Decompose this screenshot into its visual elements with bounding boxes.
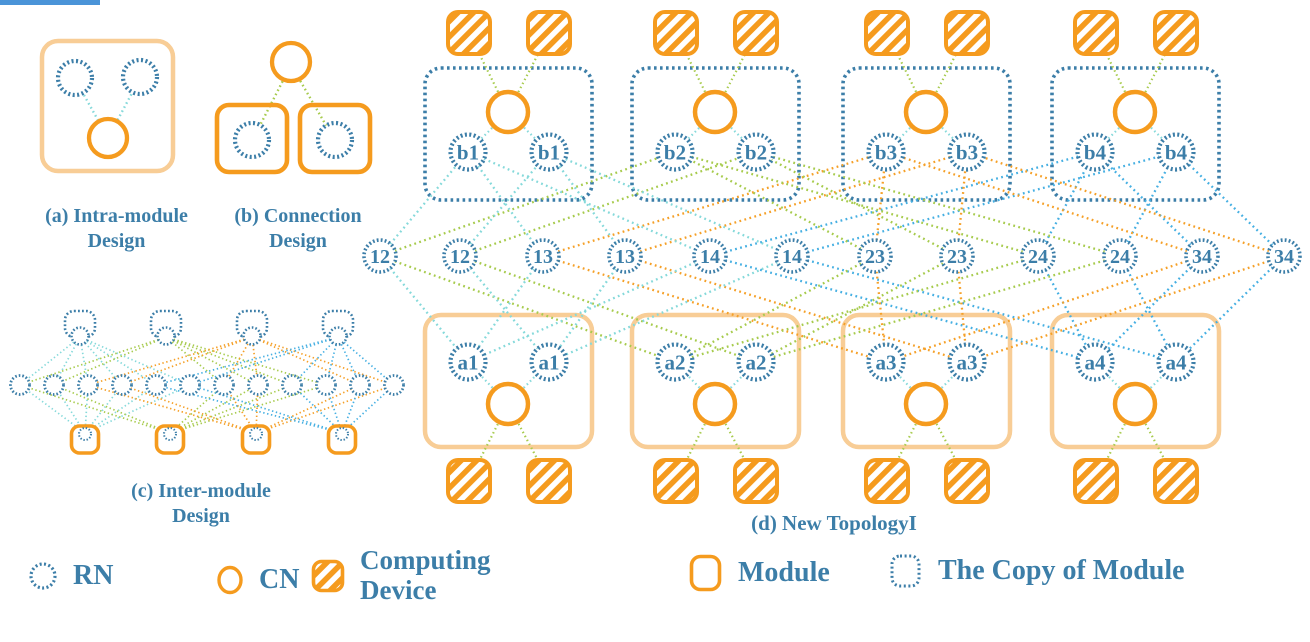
svg-text:34: 34 [1274, 246, 1294, 268]
copy-of-module-icon [890, 554, 921, 588]
legend-label-computing-device: Computing Device [360, 545, 491, 605]
module-icon [689, 554, 722, 592]
svg-text:a1: a1 [539, 351, 560, 375]
legend-label-module: Module [738, 556, 830, 588]
svg-text:b2: b2 [745, 141, 767, 165]
svg-text:b3: b3 [875, 141, 897, 165]
svg-text:14: 14 [782, 246, 802, 268]
svg-text:34: 34 [1192, 246, 1212, 268]
legend-item-cn: CN [216, 564, 300, 596]
computing-device-icon [311, 559, 345, 592]
svg-text:13: 13 [533, 246, 553, 268]
svg-text:a4: a4 [1085, 351, 1107, 375]
svg-text:b1: b1 [457, 141, 479, 165]
legend-label-copy-of-module: The Copy of Module [938, 554, 1185, 586]
legend-item-computing-device: Computing Device [311, 545, 535, 605]
svg-text:a3: a3 [876, 351, 897, 375]
svg-text:14: 14 [700, 246, 720, 268]
rn-dashed-circle-icon [29, 562, 57, 590]
svg-text:12: 12 [370, 246, 390, 268]
svg-text:13: 13 [615, 246, 635, 268]
caption-inter-module-design: (c) Inter-module Design [131, 480, 271, 527]
svg-text:a4: a4 [1166, 351, 1188, 375]
svg-text:23: 23 [865, 246, 885, 268]
caption-intra-module-design: (a) Intra-module Design [45, 205, 188, 252]
svg-text:a3: a3 [957, 351, 978, 375]
legend-label-rn: RN [73, 560, 114, 591]
svg-text:a2: a2 [746, 351, 767, 375]
cn-circle-icon [217, 566, 243, 595]
svg-text:b4: b4 [1165, 141, 1188, 165]
caption-new-topology: (d) New TopologyI [751, 511, 917, 535]
accent-bar [0, 0, 100, 5]
svg-text:b2: b2 [664, 141, 686, 165]
svg-text:24: 24 [1028, 246, 1048, 268]
svg-text:23: 23 [947, 246, 967, 268]
legend-label-cn: CN [259, 564, 300, 595]
svg-text:a2: a2 [665, 351, 686, 375]
legend-item-module: Module [689, 554, 830, 592]
svg-text:12: 12 [450, 246, 470, 268]
svg-text:b1: b1 [538, 141, 560, 165]
svg-text:b4: b4 [1084, 141, 1107, 165]
legend-item-rn: RN [28, 560, 114, 592]
caption-connection-design: (b) Connection Design [234, 205, 362, 252]
svg-text:a1: a1 [458, 351, 479, 375]
svg-text:b3: b3 [956, 141, 978, 165]
svg-text:24: 24 [1110, 246, 1130, 268]
legend-item-copy-of-module: The Copy of Module [889, 553, 1185, 589]
